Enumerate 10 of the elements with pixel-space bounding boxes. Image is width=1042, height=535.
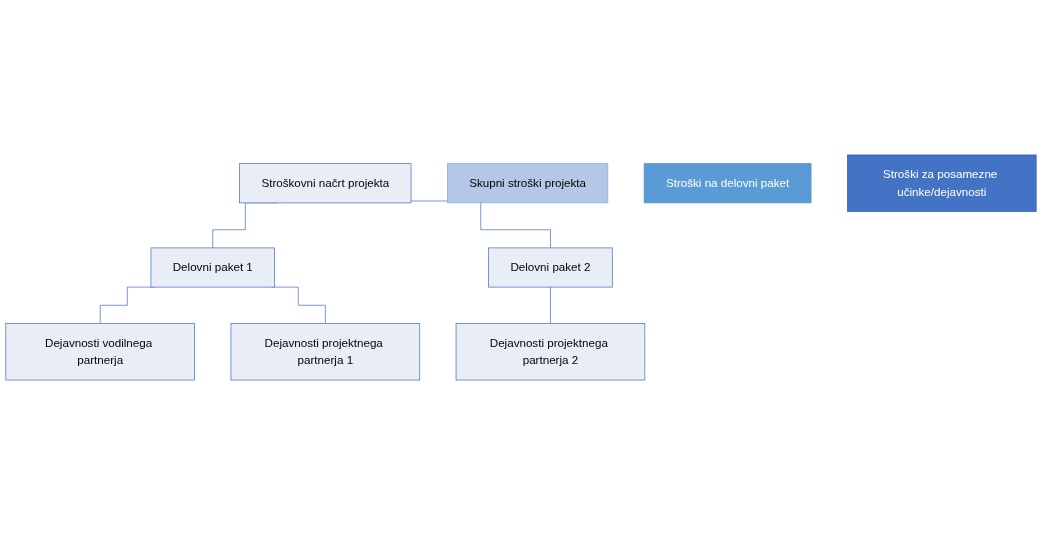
node-box: Dejavnosti vodilnega partnerja [5,323,195,381]
node-box: Delovni paket 1 [150,247,275,288]
node-box: Delovni paket 2 [488,247,613,288]
node-box: Stroškovni načrt projekta [239,163,412,204]
connector [550,286,551,324]
node-box: Dejavnosti projektnega partnerja 2 [455,323,646,381]
node-box: Stroški na delovni paket [643,163,812,204]
node-box: Stroški za posamezne učinke/dejavnosti [847,154,1037,212]
node-box: Skupni stroški projekta [447,163,609,204]
node-box: Dejavnosti projektnega partnerja 1 [230,323,421,381]
